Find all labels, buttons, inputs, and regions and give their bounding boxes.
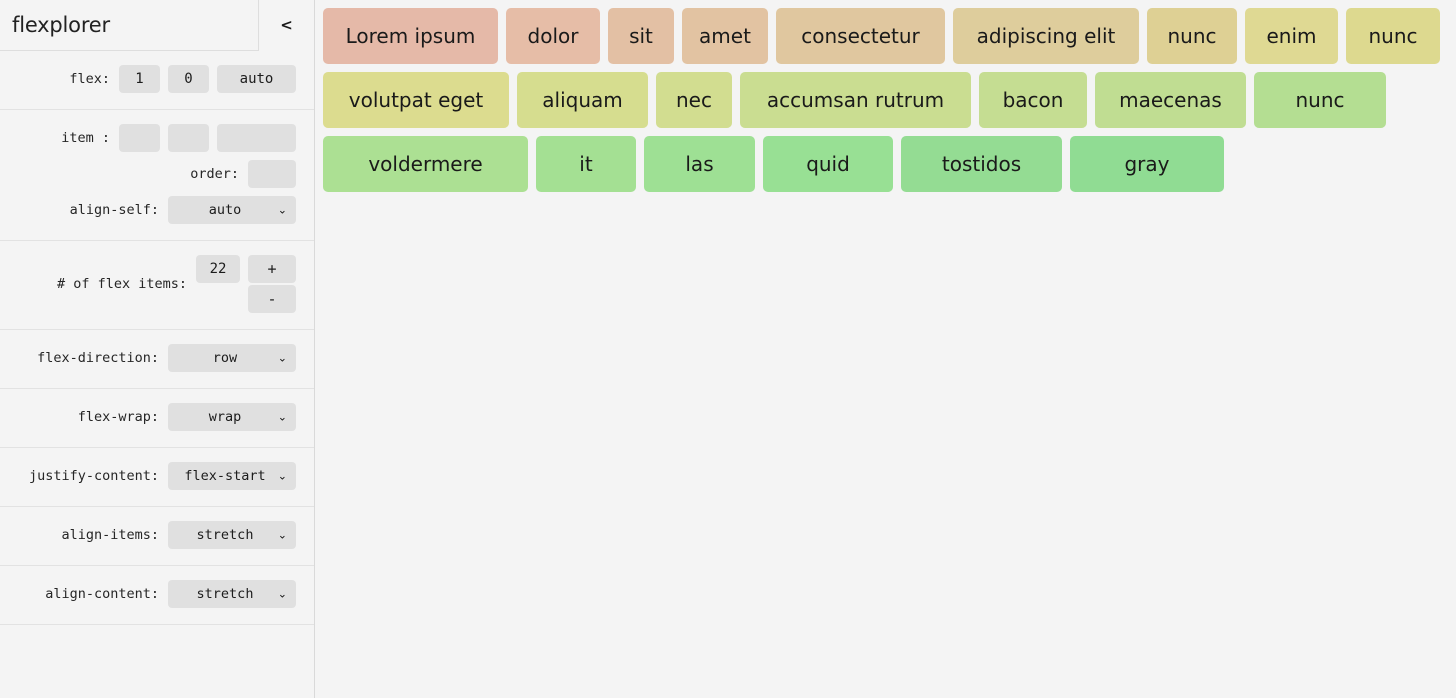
label-item-properties: align-self: <box>69 202 159 218</box>
control-group-flex-wrap: flex-wrap: nowrapwrapwrap-reverse⌄ <box>0 389 314 448</box>
flex-item[interactable]: maecenas <box>1095 72 1246 128</box>
sidebar-header: flexplorer < <box>0 0 314 51</box>
justify-content-select[interactable]: flex-startflex-endcenterspace-betweenspa… <box>168 462 296 490</box>
control-row-item-properties: align-self: autoflex-startflex-endcenterb… <box>0 192 314 228</box>
flex-item-count-input[interactable] <box>196 255 240 283</box>
flex-item[interactable]: nunc <box>1147 8 1237 64</box>
control-row-align-items: align-items: stretchflex-startflex-endcen… <box>0 517 314 553</box>
flex-item[interactable]: aliquam <box>517 72 648 128</box>
fields-justify-content: flex-startflex-endcenterspace-betweenspa… <box>168 462 296 490</box>
control-group-align-items: align-items: stretchflex-startflex-endcen… <box>0 507 314 566</box>
flex-grow-input[interactable] <box>119 65 160 93</box>
label-justify-content: justify-content: <box>28 468 159 484</box>
flex-item[interactable]: tostidos <box>901 136 1062 192</box>
control-row-justify-content: justify-content: flex-startflex-endcenter… <box>0 458 314 494</box>
fields-item-properties: autoflex-startflex-endcenterbaselinestre… <box>168 196 296 224</box>
controls-sidebar: flexplorer < flex: item : order: align-self… <box>0 0 315 698</box>
flex-item[interactable]: adipiscing elit <box>953 8 1139 64</box>
flex-direction-select-wrap: rowrow-reversecolumncolumn-reverse⌄ <box>168 344 296 372</box>
flex-item[interactable]: nunc <box>1346 8 1440 64</box>
flex-item[interactable]: volutpat eget <box>323 72 509 128</box>
label-align-items: align-items: <box>61 527 159 543</box>
align-self-select[interactable]: autoflex-startflex-endcenterbaselinestre… <box>168 196 296 224</box>
flex-item[interactable]: las <box>644 136 755 192</box>
fields-item-properties <box>248 160 296 188</box>
flex-item[interactable]: consectetur <box>776 8 945 64</box>
label-item-count: # of flex items: <box>56 276 187 292</box>
increment-button[interactable]: + <box>248 255 296 283</box>
control-row-item-properties: order: <box>0 156 314 192</box>
fields-flex-direction: rowrow-reversecolumncolumn-reverse⌄ <box>168 344 296 372</box>
flex-item[interactable]: accumsan rutrum <box>740 72 971 128</box>
item-flex-shrink-input[interactable] <box>168 124 209 152</box>
fields-align-items: stretchflex-startflex-endcenterbaseline⌄ <box>168 521 296 549</box>
align-items-select[interactable]: stretchflex-startflex-endcenterbaseline <box>168 521 296 549</box>
flex-direction-select[interactable]: rowrow-reversecolumncolumn-reverse <box>168 344 296 372</box>
flex-item[interactable]: it <box>536 136 636 192</box>
flex-basis-input[interactable] <box>217 65 296 93</box>
control-row-align-content: align-content: stretchflex-startflex-endc… <box>0 576 314 612</box>
fields-flex-wrap: nowrapwrapwrap-reverse⌄ <box>168 403 296 431</box>
fields-item-count: +- <box>196 255 296 313</box>
label-flex-wrap: flex-wrap: <box>77 409 159 425</box>
flex-item[interactable]: quid <box>763 136 893 192</box>
fields-item-properties <box>119 124 296 152</box>
item-flex-basis-input[interactable] <box>217 124 296 152</box>
flex-item[interactable]: dolor <box>506 8 600 64</box>
flex-item[interactable]: Lorem ipsum <box>323 8 498 64</box>
app-title: flexplorer <box>12 12 110 37</box>
flex-item[interactable]: nec <box>656 72 732 128</box>
label-item-properties: order: <box>190 166 239 182</box>
control-row-item-properties: item : <box>0 120 314 156</box>
flex-item[interactable]: sit <box>608 8 674 64</box>
control-row-flex-shorthand: flex: <box>0 61 314 97</box>
flex-item[interactable]: gray <box>1070 136 1224 192</box>
item-flex-grow-input[interactable] <box>119 124 160 152</box>
decrement-button[interactable]: - <box>248 285 296 313</box>
flex-shrink-input[interactable] <box>168 65 209 93</box>
align-items-select-wrap: stretchflex-startflex-endcenterbaseline⌄ <box>168 521 296 549</box>
control-group-flex-shorthand: flex: <box>0 51 314 110</box>
flex-wrap-select[interactable]: nowrapwrapwrap-reverse <box>168 403 296 431</box>
order-input[interactable] <box>248 160 296 188</box>
control-group-flex-direction: flex-direction: rowrow-reversecolumncolum… <box>0 330 314 389</box>
flex-item[interactable]: amet <box>682 8 768 64</box>
control-row-item-count: # of flex items: +- <box>0 251 314 317</box>
label-flex-shorthand: flex: <box>69 71 110 87</box>
align-self-select-wrap: autoflex-startflex-endcenterbaselinestre… <box>168 196 296 224</box>
chevron-left-icon[interactable]: < <box>258 0 314 51</box>
label-item-properties: item : <box>61 130 110 146</box>
fields-flex-shorthand <box>119 65 296 93</box>
flex-item[interactable]: nunc <box>1254 72 1386 128</box>
control-row-flex-direction: flex-direction: rowrow-reversecolumncolum… <box>0 340 314 376</box>
align-content-select-wrap: stretchflex-startflex-endcenterspace-bet… <box>168 580 296 608</box>
align-content-select[interactable]: stretchflex-startflex-endcenterspace-bet… <box>168 580 296 608</box>
control-group-item-count: # of flex items: +- <box>0 241 314 330</box>
flex-item[interactable]: voldermere <box>323 136 528 192</box>
flex-item-count-stepper: +- <box>248 255 296 313</box>
control-group-item-properties: item : order: align-self: autoflex-startfle… <box>0 110 314 241</box>
control-group-justify-content: justify-content: flex-startflex-endcenter… <box>0 448 314 507</box>
control-row-flex-wrap: flex-wrap: nowrapwrapwrap-reverse⌄ <box>0 399 314 435</box>
control-group-align-content: align-content: stretchflex-startflex-endc… <box>0 566 314 625</box>
flex-item[interactable]: bacon <box>979 72 1087 128</box>
flex-item[interactable]: enim <box>1245 8 1338 64</box>
fields-align-content: stretchflex-startflex-endcenterspace-bet… <box>168 580 296 608</box>
flex-wrap-select-wrap: nowrapwrapwrap-reverse⌄ <box>168 403 296 431</box>
label-flex-direction: flex-direction: <box>37 350 159 366</box>
justify-content-select-wrap: flex-startflex-endcenterspace-betweenspa… <box>168 462 296 490</box>
label-align-content: align-content: <box>45 586 159 602</box>
sidebar-controls: flex: item : order: align-self: autoflex-sta… <box>0 51 314 625</box>
